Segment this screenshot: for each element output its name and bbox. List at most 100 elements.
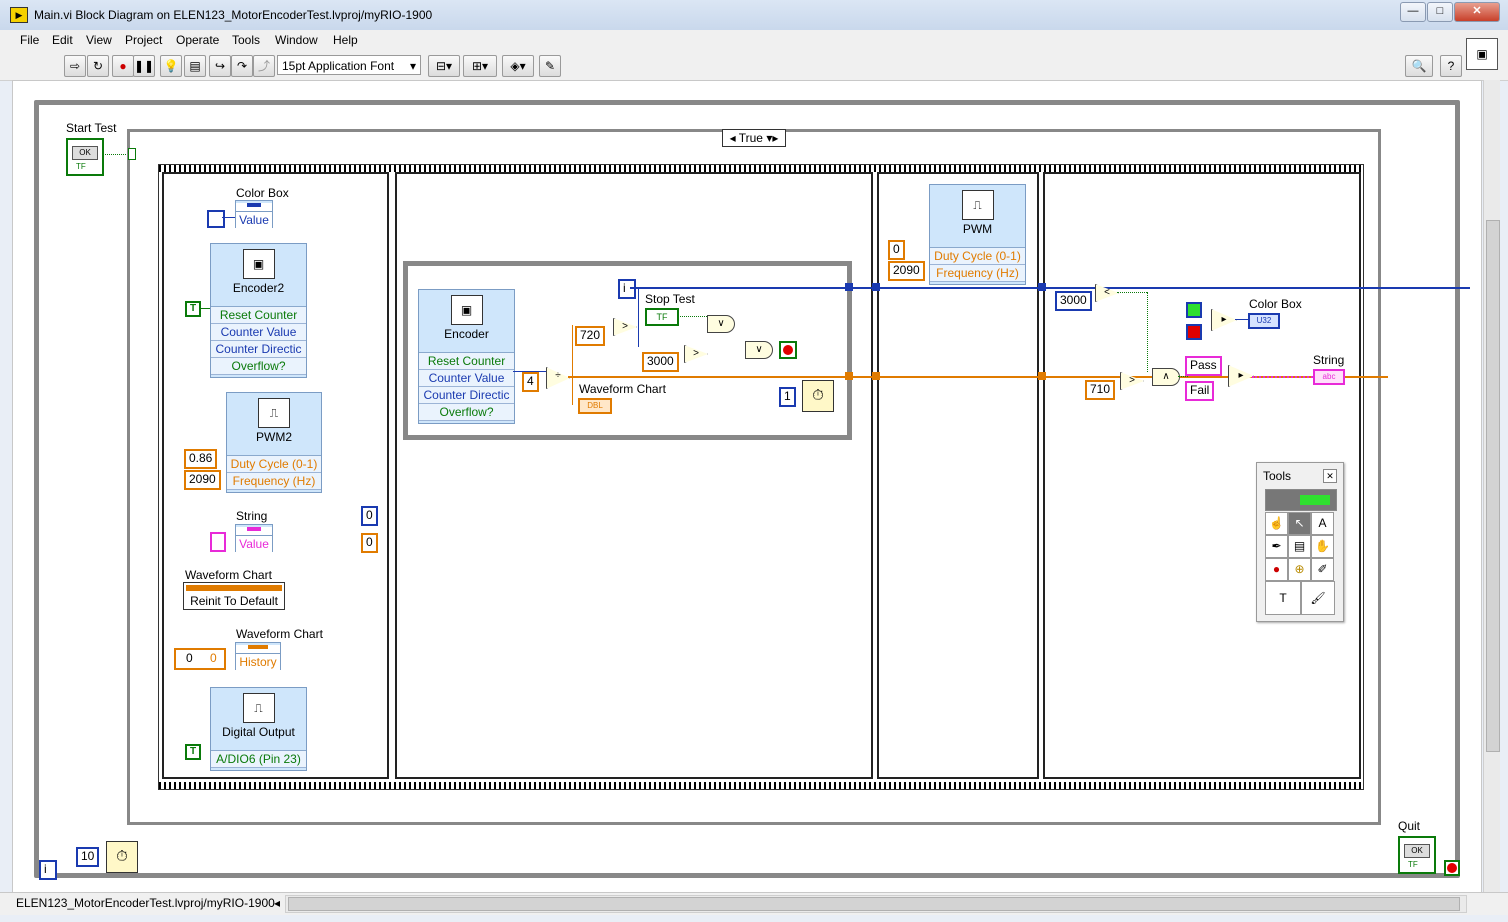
string-property-node[interactable]: Value (235, 524, 273, 552)
menu-window[interactable]: Window (275, 33, 318, 47)
wait-ms-icon-2[interactable]: ⏱ (106, 841, 138, 873)
color-box-property-node[interactable]: Value (235, 200, 273, 228)
horizontal-scrollbar[interactable] (285, 895, 1467, 913)
inner-while-loop[interactable] (403, 261, 852, 440)
probe-tool-icon[interactable]: ⊕ (1288, 558, 1311, 581)
menu-file[interactable]: File (20, 33, 40, 47)
breakpoint-tool-icon[interactable]: ● (1265, 558, 1288, 581)
const-1[interactable]: 1 (779, 387, 796, 407)
while-loop-outer[interactable] (34, 100, 1460, 878)
shortcut-menu-tool-icon[interactable]: ▤ (1288, 535, 1311, 558)
highlight-execution-icon[interactable]: 💡 (160, 55, 182, 77)
pwm-duty-constant[interactable]: 0 (888, 240, 905, 260)
close-button[interactable]: ✕ (1454, 2, 1500, 22)
pwm2-prop-duty: Duty Cycle (0-1) (227, 456, 321, 473)
green-color-constant[interactable] (1186, 302, 1202, 318)
start-test-button[interactable]: OK TF (66, 138, 104, 176)
string-constant[interactable] (210, 532, 226, 552)
tools-palette-title: Tools (1263, 469, 1292, 483)
const-3000-blue[interactable]: 3000 (1055, 291, 1092, 311)
digital-output-node[interactable]: ⎍ Digital Output A/DIO6 (Pin 23) (210, 687, 307, 771)
case-selector-terminal (128, 148, 136, 160)
chevron-left-icon[interactable]: ◂ (274, 896, 281, 910)
pwm2-duty-constant[interactable]: 0.86 (184, 449, 218, 469)
waveform-chart-terminal[interactable]: DBL (578, 398, 612, 414)
history-array-constant[interactable]: 0 0 (174, 648, 226, 670)
sequence-frame-2[interactable] (395, 172, 873, 779)
or-function-icon[interactable]: ∨ (707, 315, 735, 333)
loop-stop-condition-icon[interactable] (1444, 860, 1460, 876)
and-function-icon[interactable]: ∧ (1152, 368, 1180, 386)
reorder-icon[interactable]: ◈▾ (502, 55, 534, 77)
encoder2-node[interactable]: ▣ Encoder2 Reset Counter Counter Value C… (210, 243, 307, 378)
encoder-node[interactable]: ▣ Encoder Reset Counter Counter Value Co… (418, 289, 515, 424)
fail-string-constant[interactable]: Fail (1185, 381, 1215, 401)
flat-sequence[interactable] (158, 164, 1364, 790)
step-over-icon[interactable]: ↷ (231, 55, 253, 77)
vertical-scroll-thumb[interactable] (1486, 220, 1500, 752)
menu-operate[interactable]: Operate (176, 33, 220, 47)
menu-project[interactable]: Project (125, 33, 163, 47)
pause-icon[interactable]: ❚❚ (133, 55, 155, 77)
pwm-freq-constant[interactable]: 2090 (888, 261, 925, 281)
const-720[interactable]: 720 (575, 326, 606, 346)
vertical-scrollbar[interactable] (1483, 80, 1500, 892)
wait-ms-icon[interactable]: ⏱ (802, 380, 834, 412)
const-4[interactable]: 4 (522, 372, 539, 392)
paint-brush-icon[interactable]: 🖌 (1301, 581, 1335, 615)
const-710[interactable]: 710 (1085, 380, 1116, 400)
step-out-icon[interactable]: ⤴ (253, 55, 275, 77)
minimize-button[interactable]: — (1400, 2, 1426, 22)
string-indicator[interactable]: abc (1313, 369, 1345, 385)
const-zero-blue[interactable]: 0 (361, 506, 378, 526)
waveform-reinit-node[interactable]: Reinit To Default (183, 582, 285, 610)
true-constant-2[interactable]: T (185, 744, 201, 760)
history-value: 0 (210, 651, 217, 665)
case-selector[interactable]: ◂ True ▾▸ (722, 129, 786, 147)
quit-button[interactable]: OK TF (1398, 836, 1436, 874)
automatic-tool-selection[interactable] (1265, 489, 1337, 511)
menu-edit[interactable]: Edit (52, 33, 73, 47)
operate-tool-icon[interactable]: ☝ (1265, 512, 1288, 535)
position-tool-icon[interactable]: ↖ (1288, 512, 1311, 535)
true-constant[interactable]: T (185, 301, 201, 317)
pwm-node[interactable]: ⎍ PWM Duty Cycle (0-1) Frequency (Hz) (929, 184, 1026, 285)
help-icon[interactable]: ? (1440, 55, 1462, 77)
history-property-node[interactable]: History (235, 642, 281, 670)
distribute-objects-icon[interactable]: ⊞▾ (463, 55, 497, 77)
step-into-icon[interactable]: ↪ (209, 55, 231, 77)
close-icon[interactable]: ✕ (1323, 469, 1337, 483)
color-box-indicator[interactable]: U32 (1248, 313, 1280, 329)
run-icon[interactable]: ⇨ (64, 55, 86, 77)
horizontal-scroll-thumb[interactable] (288, 897, 1460, 911)
font-select[interactable]: 15pt Application Font ▾ (277, 55, 421, 75)
clean-up-diagram-icon[interactable]: ✎ (539, 55, 561, 77)
maximize-button[interactable]: □ (1427, 2, 1453, 22)
retain-wire-values-icon[interactable]: ▤ (184, 55, 206, 77)
search-icon[interactable]: 🔍 (1405, 55, 1433, 77)
pass-string-constant[interactable]: Pass (1185, 356, 1222, 376)
color-tool-icon[interactable]: T (1265, 581, 1301, 615)
wiring-tool-icon[interactable]: ✒ (1265, 535, 1288, 558)
label-tool-icon[interactable]: A (1311, 512, 1334, 535)
pwm2-node[interactable]: ⎍ PWM2 Duty Cycle (0-1) Frequency (Hz) (226, 392, 322, 493)
const-zero-orange[interactable]: 0 (361, 533, 378, 553)
red-color-constant[interactable] (1186, 324, 1202, 340)
wait-ms-constant[interactable]: 10 (76, 847, 100, 867)
menu-tools[interactable]: Tools (232, 33, 261, 47)
menu-view[interactable]: View (86, 33, 112, 47)
tools-palette[interactable]: Tools ✕ ☝ ↖ A ✒ ▤ ✋ ● ⊕ ✐ T 🖌 (1256, 462, 1344, 622)
stop-test-terminal[interactable]: TF (645, 308, 679, 326)
run-continuously-icon[interactable]: ↻ (87, 55, 109, 77)
stop-condition-icon[interactable] (779, 341, 797, 359)
align-objects-icon[interactable]: ⊟▾ (428, 55, 460, 77)
vi-icon[interactable]: ▣ (1466, 38, 1498, 70)
or-function-icon-2[interactable]: ∨ (745, 341, 773, 359)
menu-help[interactable]: Help (333, 33, 358, 47)
const-3000[interactable]: 3000 (642, 352, 679, 372)
pwm2-freq-constant[interactable]: 2090 (184, 470, 221, 490)
scroll-tool-icon[interactable]: ✋ (1311, 535, 1334, 558)
color-copy-tool-icon[interactable]: ✐ (1311, 558, 1334, 581)
abort-icon[interactable]: ● (112, 55, 134, 77)
color-box-constant[interactable] (207, 210, 225, 228)
